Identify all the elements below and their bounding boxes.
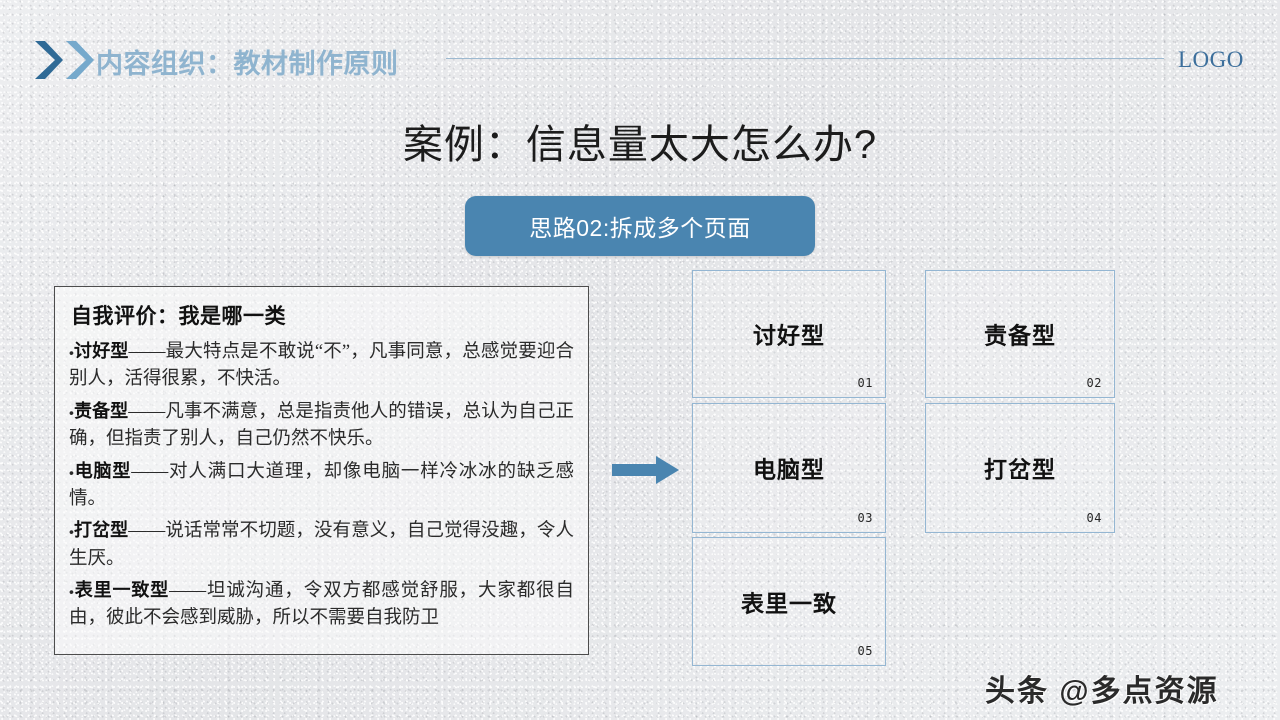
chevron-right-icon-light <box>64 39 94 81</box>
page-card-title: 电脑型 <box>753 456 825 483</box>
page-card-title: 打岔型 <box>984 456 1056 483</box>
text-box-item: •责备型——凡事不满意，总是指责他人的错误，总认为自己正确，但指责了别人，自己仍… <box>69 398 574 454</box>
text-box-item-dash: —— <box>128 401 166 422</box>
text-box-item-dash: —— <box>128 521 166 542</box>
text-box-item-body: 凡事不满意，总是指责他人的错误，总认为自己正确，但指责了别人，自己仍然不快乐。 <box>69 401 574 450</box>
text-box-item-type: 讨好型 <box>73 341 129 361</box>
bullet-glyph-icon: • <box>69 523 74 540</box>
text-box-item: •表里一致型——坦诚沟通，令双方都感觉舒服，大家都很自由，彼此不会感到威胁，所以… <box>69 577 574 633</box>
bullet-glyph-icon: • <box>69 463 74 480</box>
text-box-item: •打岔型——说话常常不切题，没有意义，自己觉得没趣，令人生厌。 <box>69 517 574 573</box>
bullet-glyph-icon: • <box>69 583 74 600</box>
bullet-glyph-icon: • <box>69 404 74 421</box>
page-card[interactable]: 打岔型 04 <box>925 403 1115 533</box>
page-card-number: 05 <box>857 644 873 658</box>
text-box-item-dash: —— <box>128 342 166 362</box>
chevron-right-icon-dark <box>33 39 63 81</box>
text-box-item-body: 说话常常不切题，没有意义，自己觉得没趣，令人生厌。 <box>69 521 574 569</box>
page-card-number: 03 <box>857 511 873 525</box>
header-title: 内容组织：教材制作原则 <box>96 49 399 79</box>
source-text-box: 自我评价：我是哪一类 •讨好型——最大特点是不敢说“不”，凡事同意，总感觉要迎合… <box>54 286 589 655</box>
text-box-item-list: •讨好型——最大特点是不敢说“不”，凡事同意，总感觉要迎合别人，活得很累，不快活… <box>69 338 574 633</box>
logo: LOGO <box>1178 47 1244 72</box>
text-box-item-body: 对人满口大道理，却像电脑一样冷冰冰的缺乏感情。 <box>69 461 574 509</box>
page-card-title: 讨好型 <box>753 322 825 349</box>
double-chevron-icon <box>33 39 95 81</box>
page-card[interactable]: 责备型 02 <box>925 270 1115 398</box>
text-box-item-dash: —— <box>131 461 169 482</box>
text-box-item-dash: —— <box>169 581 207 601</box>
text-box-heading: 自我评价：我是哪一类 <box>71 305 286 328</box>
page-card-number: 04 <box>1086 511 1102 525</box>
page-card[interactable]: 电脑型 03 <box>692 403 886 533</box>
page-card-number: 01 <box>857 376 873 390</box>
right-arrow-icon <box>612 455 680 485</box>
watermark: 头条 @多点资源 <box>985 675 1219 708</box>
text-box-item-body: 最大特点是不敢说“不”，凡事同意，总感觉要迎合别人，活得很累，不快活。 <box>69 342 574 390</box>
text-box-item-type: 表里一致型 <box>73 580 170 600</box>
idea-banner: 思路02:拆成多个页面 <box>465 196 815 256</box>
header-divider-line <box>446 58 1164 59</box>
page-card[interactable]: 讨好型 01 <box>692 270 886 398</box>
page-card[interactable]: 表里一致 05 <box>692 537 886 666</box>
text-box-item-type: 责备型 <box>73 400 129 421</box>
text-box-item-body: 坦诚沟通，令双方都感觉舒服，大家都很自由，彼此不会感到威胁，所以不需要自我防卫 <box>69 581 574 629</box>
page-card-title: 表里一致 <box>741 589 837 616</box>
idea-banner-label: 思路02:拆成多个页面 <box>529 215 751 241</box>
page-title: 案例：信息量太大怎么办? <box>402 123 878 167</box>
text-box-item: •讨好型——最大特点是不敢说“不”，凡事同意，总感觉要迎合别人，活得很累，不快活… <box>69 338 574 394</box>
text-box-item-type: 打岔型 <box>73 520 129 541</box>
bullet-glyph-icon: • <box>69 344 74 361</box>
text-box-item: •电脑型——对人满口大道理，却像电脑一样冷冰冰的缺乏感情。 <box>69 458 574 514</box>
page-card-number: 02 <box>1086 376 1102 390</box>
text-box-item-type: 电脑型 <box>73 460 132 481</box>
page-card-title: 责备型 <box>984 322 1056 349</box>
